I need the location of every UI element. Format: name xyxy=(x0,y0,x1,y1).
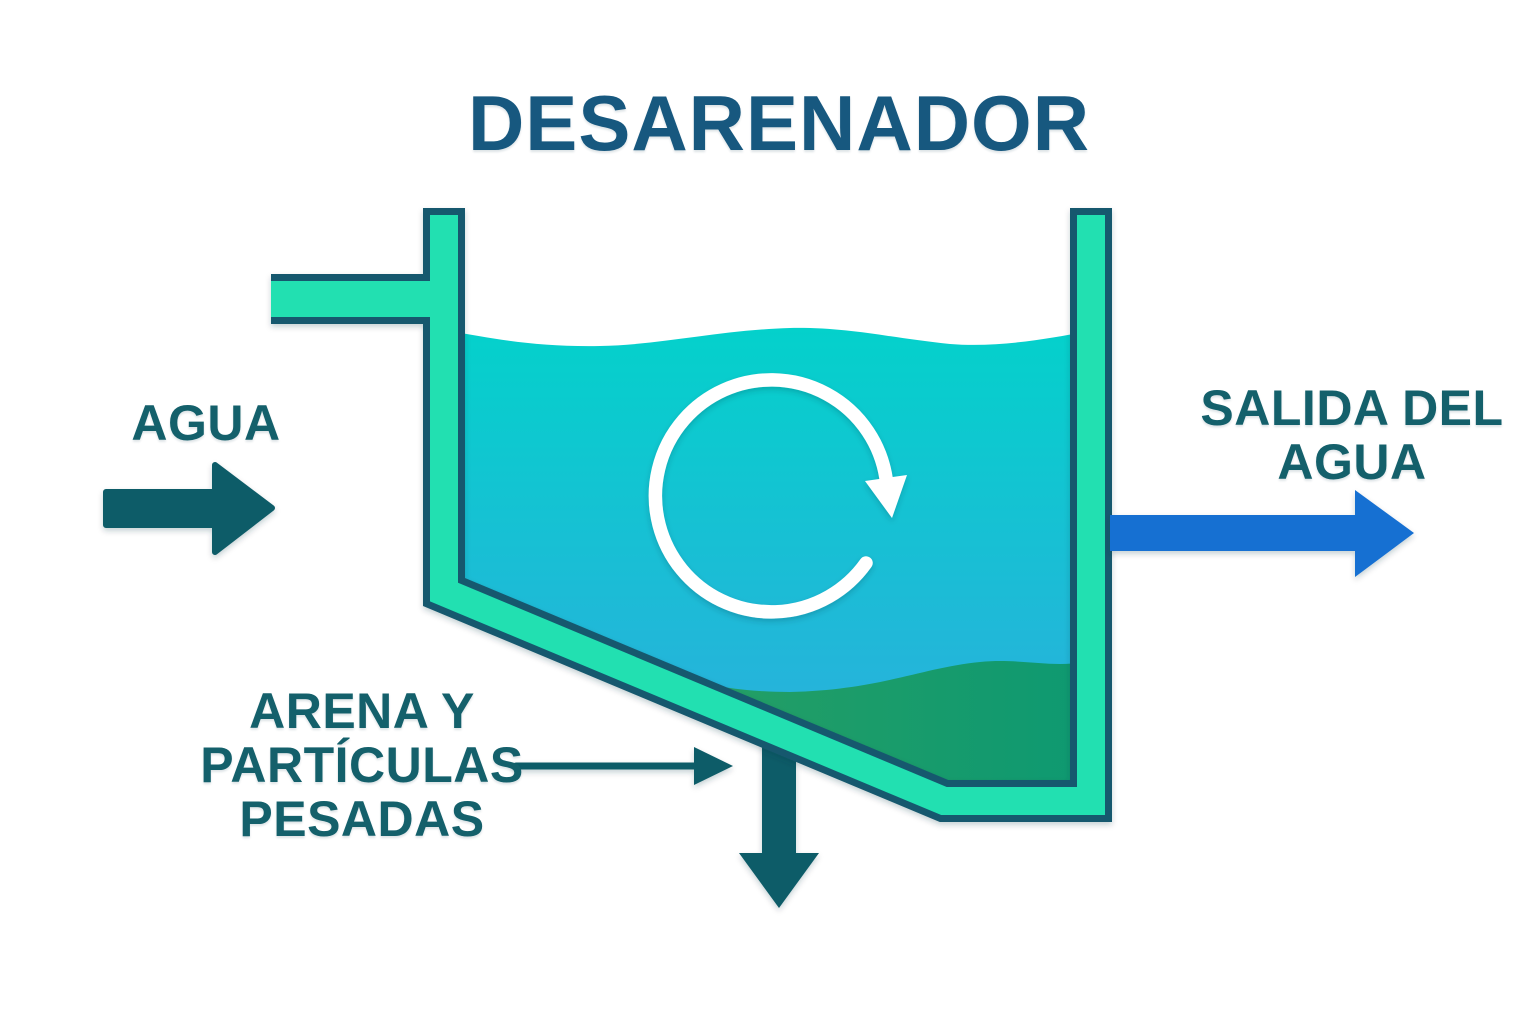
tank-structure xyxy=(271,208,1112,822)
sediment-label-line2: PARTÍCULAS xyxy=(200,737,524,793)
diagram-title: DESARENADOR xyxy=(467,79,1091,167)
outflow-label-line1: SALIDA DEL xyxy=(1200,380,1504,436)
sediment-outlet-arrow-icon xyxy=(739,735,819,908)
inflow-arrow-icon xyxy=(103,462,275,555)
sediment-label-line3: PESADAS xyxy=(239,791,485,847)
inflow-label: AGUA xyxy=(131,395,281,451)
sediment-label: ARENA Y PARTÍCULAS PESADAS xyxy=(200,684,524,846)
outflow-label: SALIDA DEL AGUA xyxy=(1200,381,1503,489)
tank-wall xyxy=(430,215,1105,815)
sediment xyxy=(585,632,1085,800)
circulation-arrow-icon xyxy=(648,373,907,619)
sediment-label-line1: ARENA Y xyxy=(249,683,475,739)
sediment-pointer-arrow-icon xyxy=(512,747,733,785)
outflow-label-line2: AGUA xyxy=(1277,434,1427,490)
outflow-arrow-icon xyxy=(1110,490,1414,577)
